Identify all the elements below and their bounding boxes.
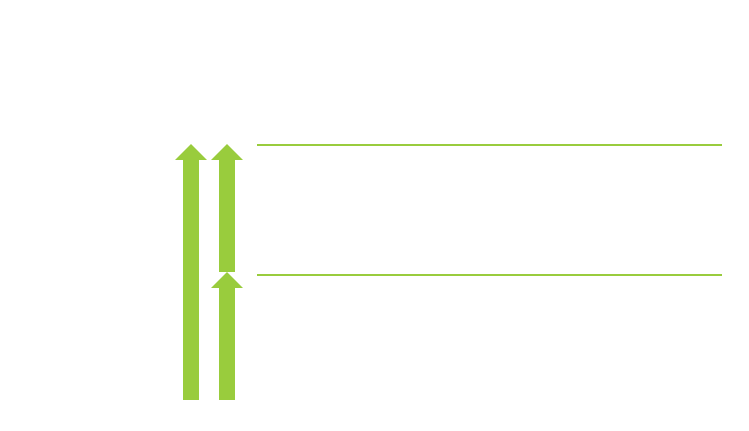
lower-arrow-up-icon [211, 272, 243, 400]
guide-lines-group [257, 144, 722, 276]
upper-arrow-up-icon [211, 144, 243, 272]
arrows-group [175, 144, 243, 400]
tall-arrow-up-icon [175, 144, 207, 400]
